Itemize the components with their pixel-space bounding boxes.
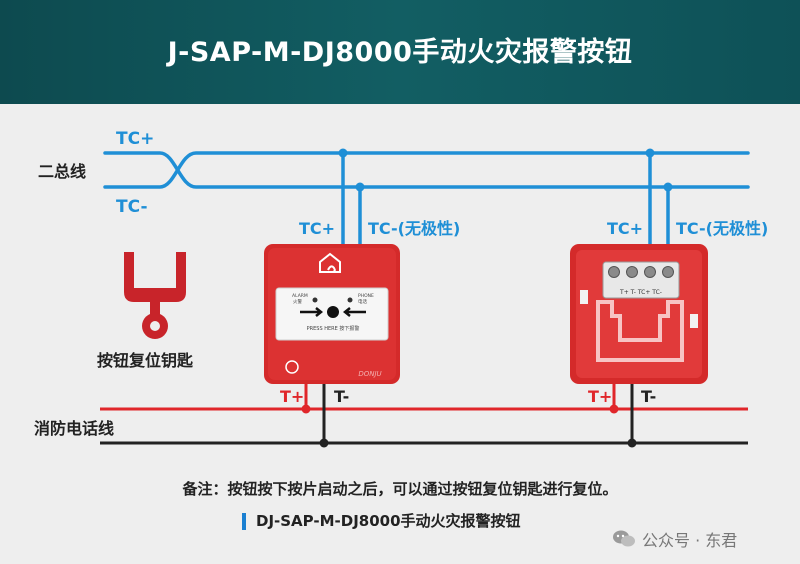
- alarm-led: [312, 297, 318, 303]
- junction-dot: [627, 438, 637, 448]
- bus-tcminus-label: TC-: [116, 197, 148, 217]
- device2-tminus-label: T-: [641, 387, 656, 406]
- alarm-text: ALARM: [292, 293, 308, 299]
- arrow-right-icon: [300, 307, 324, 317]
- bus-wire-upper: [103, 151, 750, 189]
- phone-text: PHONE: [358, 293, 374, 299]
- bus-label: 二总线: [38, 162, 86, 181]
- device1-tcplus-label: TC+: [299, 219, 335, 238]
- reset-key-label: 按钮复位钥匙: [97, 351, 194, 370]
- phone-wires: [100, 268, 748, 445]
- brand-logo: DONJU: [358, 370, 381, 378]
- page-title: J-SAP-M-DJ8000手动火灾报警按钮: [167, 37, 633, 68]
- device2-tcminus-label: TC-(无极性): [676, 219, 768, 238]
- phone-junction-dots: [301, 404, 637, 448]
- device1-tplus-label: T+: [280, 387, 304, 406]
- press-here-text: PRESS HERE 按下报警: [307, 325, 360, 332]
- junction-dot: [319, 438, 329, 448]
- device1-tminus-label: T-: [334, 387, 349, 406]
- footnote: 备注：按钮按下按片启动之后，可以通过按钮复位钥匙进行复位。: [182, 480, 618, 498]
- header-banner: J-SAP-M-DJ8000手动火灾报警按钮: [0, 0, 800, 104]
- mount-tab-right: [690, 314, 698, 328]
- terminal-labels: T+ T- TC+ TC-: [619, 289, 662, 296]
- reset-key-icon: [124, 252, 186, 339]
- junction-dot: [609, 404, 619, 414]
- phone-cn-text: 电话: [358, 298, 367, 305]
- device2-tcplus-label: TC+: [607, 219, 643, 238]
- watermark: 公众号 · 东君: [612, 527, 737, 551]
- phone-led: [347, 297, 353, 303]
- phone-line-label: 消防电话线: [34, 419, 114, 438]
- device1-tcminus-label: TC-(无极性): [368, 219, 460, 238]
- bus-tcplus-label: TC+: [116, 129, 154, 149]
- alarm-cn-text: 火警: [293, 298, 302, 305]
- junction-dot: [338, 148, 348, 158]
- junction-dot: [663, 182, 673, 192]
- junction-dot: [645, 148, 655, 158]
- watermark-text: 公众号 · 东君: [642, 531, 738, 550]
- phone-jack-icon: [285, 360, 299, 374]
- device2-tplus-label: T+: [588, 387, 612, 406]
- mount-tab-left: [580, 290, 588, 304]
- junction-dot: [355, 182, 365, 192]
- caption-subtitle: DJ-SAP-M-DJ8000手动火灾报警按钮: [242, 513, 521, 530]
- fire-house-icon: [319, 252, 341, 273]
- terminal-block: [602, 261, 680, 299]
- junction-dot: [301, 404, 311, 414]
- arrow-left-icon: [342, 307, 366, 317]
- terminal-screws: [608, 266, 674, 278]
- press-button: [327, 306, 339, 318]
- alarm-button-front: ALARM 火警 PHONE 电话 PRESS HERE 按下报警 DONJU: [264, 244, 400, 384]
- bus-junction-dots: [338, 148, 673, 192]
- wechat-icon: [613, 530, 635, 547]
- alarm-button-back: T+ T- TC+ TC-: [570, 244, 708, 384]
